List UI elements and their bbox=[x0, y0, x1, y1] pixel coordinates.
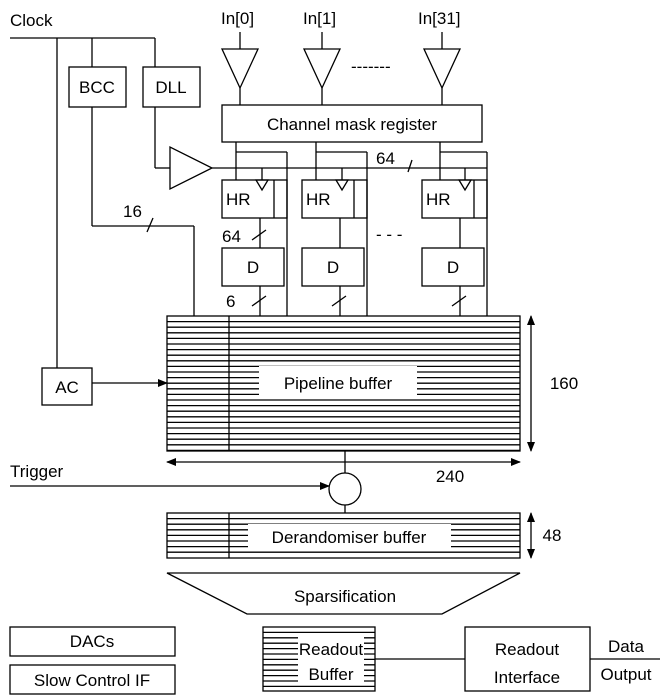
readout-interface-label-2: Interface bbox=[494, 668, 560, 687]
ac-label: AC bbox=[55, 378, 79, 397]
readout-buffer-label-1: Readout bbox=[299, 640, 364, 659]
hr-label-31: HR bbox=[426, 190, 451, 209]
dim240-label: 240 bbox=[436, 467, 464, 486]
ac-box bbox=[41, 367, 93, 406]
hr-ellipsis: - - - bbox=[376, 225, 402, 244]
d-label-1: D bbox=[327, 258, 339, 277]
slow-control-label: Slow Control IF bbox=[34, 671, 150, 690]
readout-buffer-label-2: Buffer bbox=[308, 665, 353, 684]
sparsification-label: Sparsification bbox=[294, 587, 396, 606]
slow-control-box bbox=[9, 664, 176, 695]
input-label-31: In[31] bbox=[418, 9, 461, 28]
readout-interface-label-1: Readout bbox=[495, 640, 560, 659]
trigger-circle bbox=[328, 472, 362, 506]
hr-to-d bbox=[251, 218, 461, 248]
data-output-label-2: Output bbox=[600, 665, 651, 684]
d-label-31: D bbox=[447, 258, 459, 277]
channel-mask-box bbox=[221, 104, 483, 143]
dacs-box bbox=[9, 626, 176, 657]
dll-box bbox=[142, 66, 201, 108]
bcc-box bbox=[68, 66, 127, 108]
hr-label-1: HR bbox=[306, 190, 331, 209]
hr-label-0: HR bbox=[226, 190, 251, 209]
bus16-label: 16 bbox=[123, 202, 142, 221]
bus6-label: 6 bbox=[226, 292, 235, 311]
data-output-label-1: Data bbox=[608, 637, 644, 656]
sparsification-block bbox=[166, 572, 521, 615]
bcc-label: BCC bbox=[79, 78, 115, 97]
dim160-label: 160 bbox=[550, 374, 578, 393]
dll-line bbox=[154, 107, 170, 169]
clock-lines bbox=[10, 37, 156, 368]
trigger-label: Trigger bbox=[10, 462, 64, 481]
input-label-0: In[0] bbox=[221, 9, 254, 28]
bus64-hr-label: 64 bbox=[222, 227, 241, 246]
dll-amplifier bbox=[169, 145, 214, 191]
derandomiser-label: Derandomiser buffer bbox=[272, 528, 427, 547]
hr-boxes bbox=[221, 179, 488, 219]
d-to-pipeline bbox=[251, 286, 467, 316]
dll-label: DLL bbox=[155, 78, 186, 97]
clock-label: Clock bbox=[10, 11, 53, 30]
d-label-0: D bbox=[247, 258, 259, 277]
d-boxes bbox=[221, 247, 485, 287]
dacs-label: DACs bbox=[70, 632, 114, 651]
mask-to-hr bbox=[235, 142, 488, 316]
bus64-top-label: 64 bbox=[376, 149, 395, 168]
input-buffers bbox=[220, 32, 462, 105]
dim48-label: 48 bbox=[543, 526, 562, 545]
bcc-bus bbox=[91, 107, 195, 316]
input-label-1: In[1] bbox=[303, 9, 336, 28]
pipeline-label: Pipeline buffer bbox=[284, 374, 393, 393]
inputs-ellipsis: ------- bbox=[351, 57, 391, 76]
channel-mask-label: Channel mask register bbox=[267, 115, 437, 134]
